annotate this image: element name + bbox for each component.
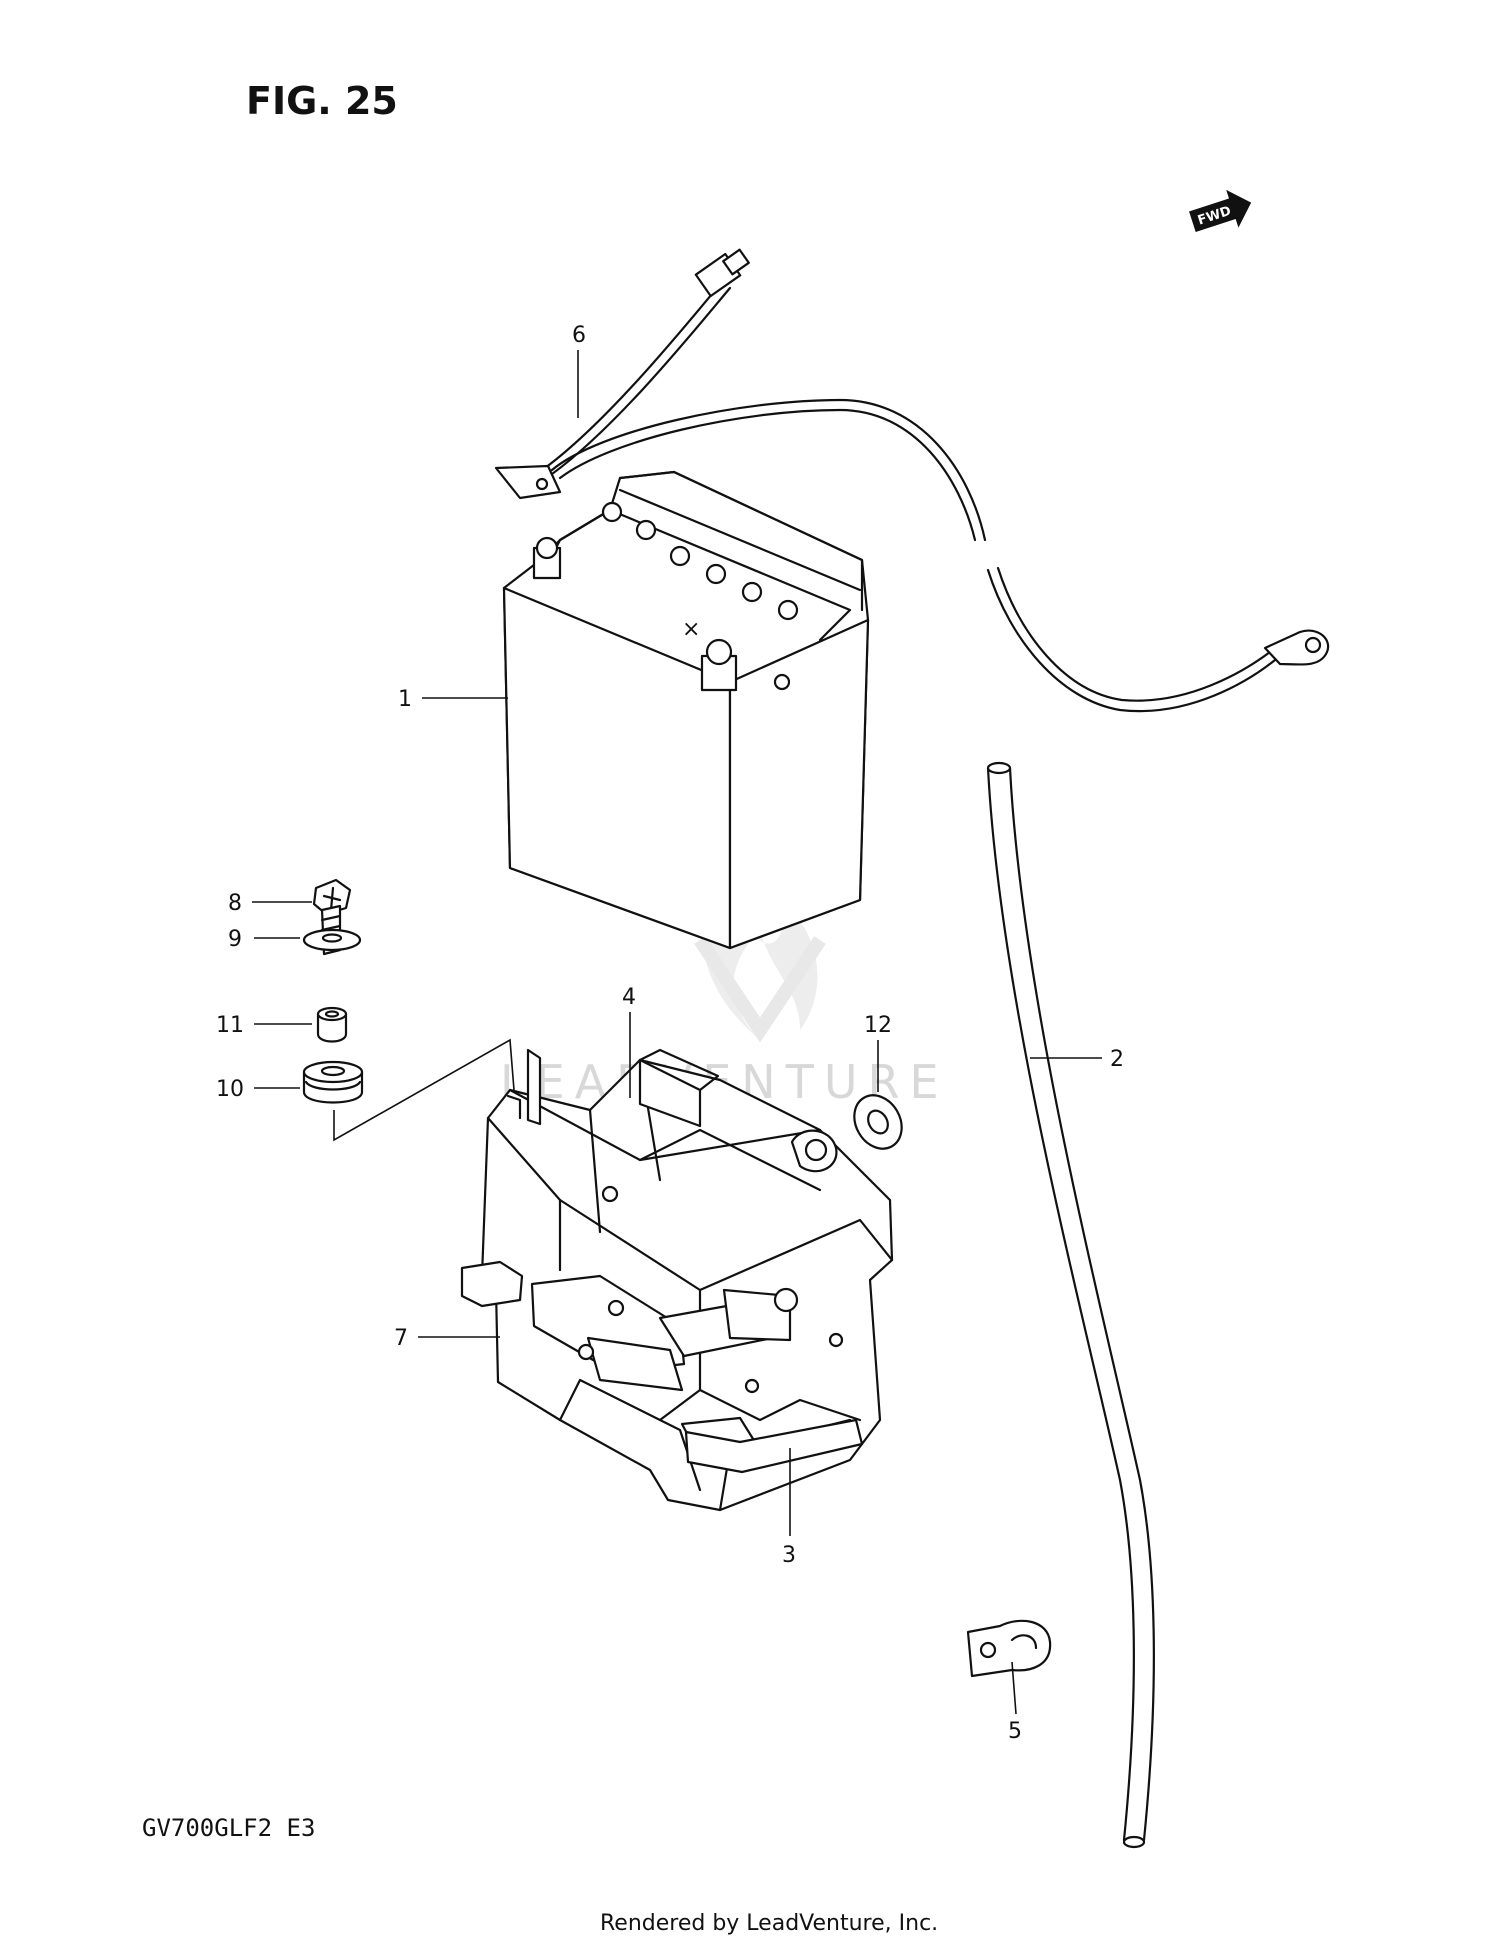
part-1-battery: × <box>502 470 870 950</box>
figure-title: FIG. 25 <box>246 79 398 123</box>
part-12-grommet <box>853 1094 903 1150</box>
part-10-grommet <box>302 1060 364 1104</box>
callout-9: 9 <box>228 927 242 952</box>
callout-3: 3 <box>782 1543 796 1568</box>
leader-lines <box>252 350 1102 1715</box>
callout-2: 2 <box>1110 1047 1124 1072</box>
callout-6: 6 <box>572 323 586 348</box>
callout-7: 7 <box>394 1326 408 1351</box>
part-9-washer <box>302 928 362 952</box>
part-4-pad <box>638 1048 720 1128</box>
callout-4: 4 <box>622 985 636 1010</box>
part-3-pad <box>684 1418 864 1474</box>
callout-numbers: 1 2 3 4 5 6 7 8 9 10 11 12 <box>216 323 1124 1744</box>
part-6-harness <box>494 248 1330 713</box>
part-11-collar <box>316 1006 348 1043</box>
credit-line: Rendered by LeadVenture, Inc. <box>600 1911 938 1936</box>
callout-8: 8 <box>228 891 242 916</box>
callout-11: 11 <box>216 1013 244 1038</box>
callout-12: 12 <box>864 1013 892 1038</box>
callout-5: 5 <box>1008 1719 1022 1744</box>
battery-plus-sign: × <box>682 617 700 642</box>
part-5-clamp <box>966 1619 1052 1678</box>
part-7-battery-holder <box>460 1048 894 1512</box>
callout-10: 10 <box>216 1077 244 1102</box>
battery-terminals <box>532 501 799 692</box>
model-code: GV700GLF2 E3 <box>142 1814 315 1842</box>
part-2-breather-hose <box>986 761 1155 1849</box>
callout-1: 1 <box>398 687 412 712</box>
fwd-arrow-icon: FWD <box>1189 189 1252 232</box>
